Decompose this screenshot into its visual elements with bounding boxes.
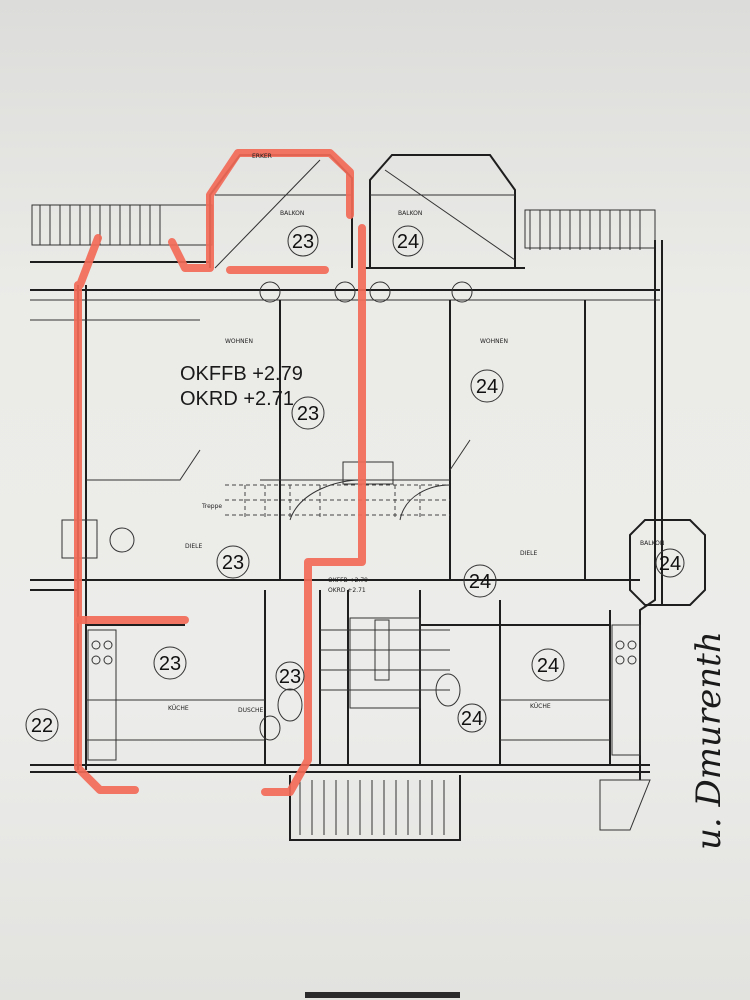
bottom-balcony-hatching (289, 775, 651, 841)
unit-24-shower-number: 24 (461, 708, 483, 730)
kueche-24-label: KÜCHE (530, 703, 551, 710)
unit-23-highlight (74, 149, 366, 796)
balcony-24-outline (369, 154, 516, 268)
axis-markers (109, 281, 473, 553)
erker-label: ERKER (252, 153, 272, 160)
kueche-23-label: KÜCHE (168, 705, 189, 712)
handwritten-note: u. Dmurenth (689, 631, 729, 850)
diele-24-label: DIELE (520, 550, 538, 557)
unit-23-balcony-number: 23 (292, 231, 314, 253)
dusche-label: DUSCHE (238, 707, 264, 714)
stair-okrd-label: OKRD +2.71 (328, 587, 366, 594)
unit-23-hall-number: 23 (222, 552, 244, 574)
unit-24-balcony-number: 24 (397, 231, 419, 253)
balcony-right-outline (629, 519, 706, 606)
balcony-24-label: BALKON (398, 210, 422, 217)
diele-23-label: DIELE (185, 543, 203, 550)
okrd-level-label: OKRD +2.71 (180, 388, 294, 410)
okffb-level-label: OKFFB +2.79 (180, 363, 303, 385)
balcony-23-label: BALKON (280, 210, 304, 217)
unit-24-balcony-right-number: 24 (659, 553, 681, 575)
wohnen-23-label: WOHNEN (225, 338, 253, 345)
unit-22-number: 22 (31, 715, 53, 737)
unit-23-shower-number: 23 (279, 666, 301, 688)
outer-walls (30, 240, 663, 780)
bottom-edge-mark (305, 992, 460, 998)
wohnen-24-label: WOHNEN (480, 338, 508, 345)
balcony-right-label: BALKON (640, 540, 664, 547)
top-terrace-hatching (31, 204, 656, 250)
unit-24-hall-number: 24 (469, 571, 491, 593)
stair-okffb-label: OKFFB +2.79 (328, 577, 368, 584)
stair-dashed (225, 479, 451, 521)
interior-walls (86, 300, 611, 765)
unit-24-kitchen-number: 24 (537, 655, 559, 677)
unit-number-circles: 23 24 23 24 23 24 23 24 23 24 24 22 (25, 225, 685, 742)
unit-23-kitchen-number: 23 (159, 653, 181, 675)
unit-23-living-number: 23 (297, 403, 319, 425)
unit-24-living-number: 24 (476, 376, 498, 398)
kitchen-fixtures (61, 519, 641, 761)
treppe-label: Treppe (201, 503, 222, 510)
